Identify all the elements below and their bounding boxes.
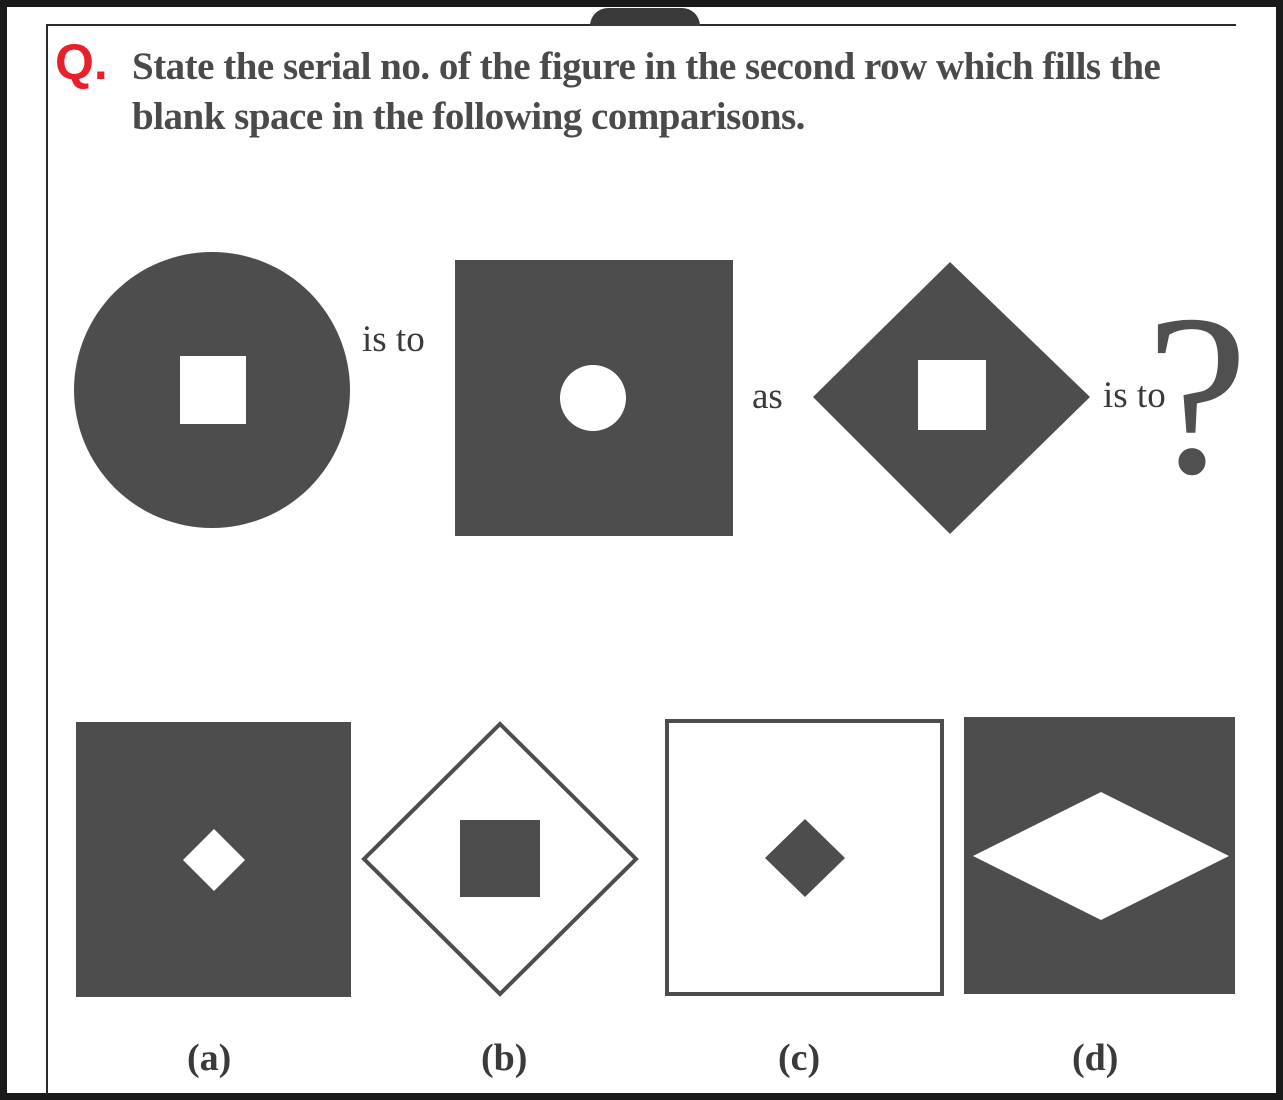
option-b-figure[interactable] [361,721,639,997]
small-solid-diamond [765,819,845,897]
small-diamond-hole [183,829,245,891]
inner-solid-square [460,820,540,897]
option-b-label[interactable]: (b) [481,1037,528,1079]
option-a-label[interactable]: (a) [187,1037,232,1079]
question-text: State the serial no. of the figure in th… [132,45,1161,138]
left-rule [46,24,48,1094]
option-a-figure[interactable] [76,722,351,997]
option-c-figure[interactable] [665,719,944,996]
inner-square-hole [918,360,986,430]
scan-artifact [590,8,700,26]
option-c-label[interactable]: (c) [778,1037,821,1079]
option-d-label[interactable]: (d) [1072,1037,1119,1079]
problem-figure-2 [455,260,733,536]
unknown-question-mark: ? [1146,267,1249,522]
connector-is-to-1: is to [362,319,425,360]
inner-circle-hole [560,365,626,431]
option-d-figure[interactable] [964,717,1235,994]
question-prefix: Q. [55,34,108,90]
connector-is-to-2: is to [1103,375,1166,416]
connector-as: as [752,376,783,417]
wide-rhombus-hole [973,792,1229,920]
inner-square-hole [180,356,246,424]
problem-figure-1 [74,252,350,528]
problem-figure-3 [813,262,1090,534]
